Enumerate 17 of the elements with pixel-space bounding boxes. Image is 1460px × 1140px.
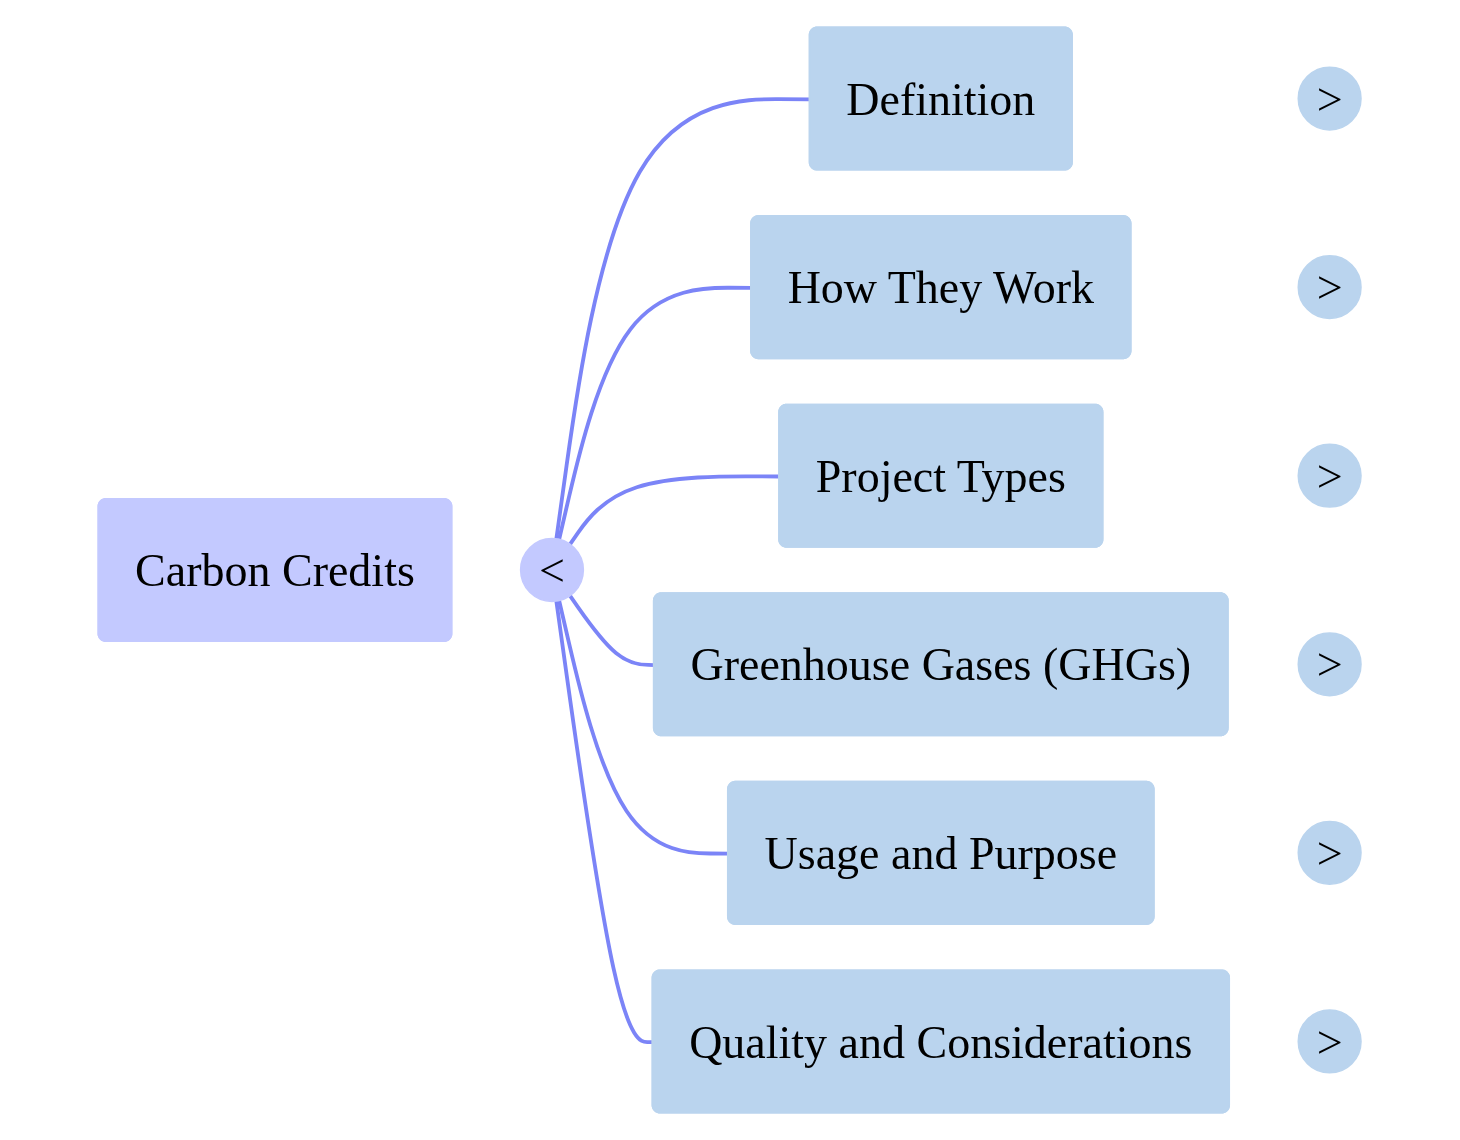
topic-box: Quality and Considerations xyxy=(651,969,1231,1114)
expand-toggle-circle: > xyxy=(1297,632,1363,697)
topic-box: Greenhouse Gases (GHGs) xyxy=(653,592,1230,737)
topic-box: How They Work xyxy=(750,215,1132,360)
connector-line xyxy=(557,285,752,540)
topic-box: Definition xyxy=(809,26,1074,171)
connector-line xyxy=(568,594,655,667)
expand-toggle-circle: > xyxy=(1297,1009,1363,1074)
topic-box: Project Types xyxy=(778,403,1104,548)
connector-line xyxy=(557,600,729,856)
expand-toggle-circle: > xyxy=(1297,820,1363,885)
topic-box: Carbon Credits xyxy=(97,497,453,643)
expand-toggle-circle: > xyxy=(1297,443,1363,508)
topic-box: Usage and Purpose xyxy=(727,780,1155,925)
expand-toggle-circle: > xyxy=(1297,255,1363,320)
collapse-toggle-circle: < xyxy=(520,537,585,603)
expand-toggle-circle: > xyxy=(1297,66,1363,131)
